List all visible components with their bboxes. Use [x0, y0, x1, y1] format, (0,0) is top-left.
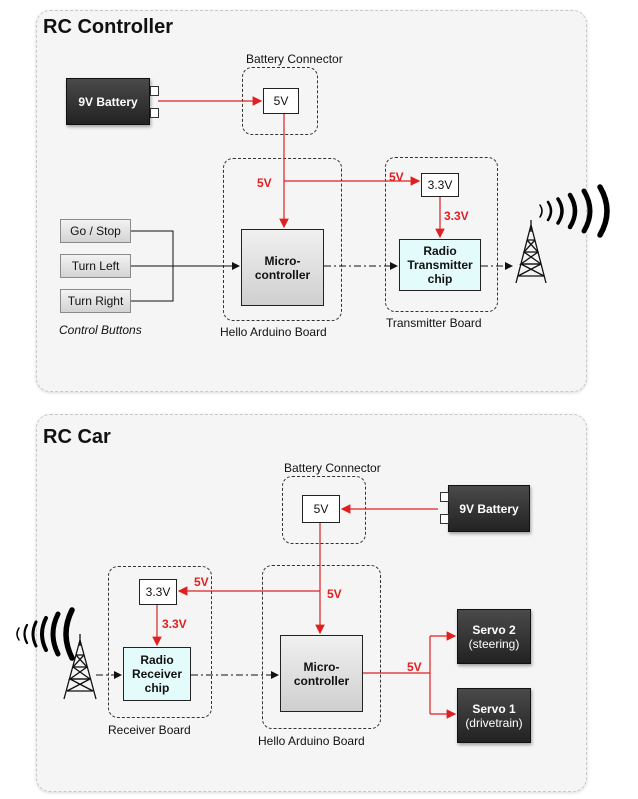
car-battery-connector-group: [282, 476, 366, 544]
car-5v-regulator: 5V: [302, 495, 340, 523]
servo-1-box: Servo 1 (drivetrain): [457, 688, 531, 743]
controller-battery-terminal-bottom: [150, 108, 159, 118]
transmitter-board-group: [385, 157, 498, 312]
car-arduino-group: [262, 565, 381, 729]
rc-car-title: RC Car: [43, 426, 111, 448]
servo-2-role: (steering): [468, 636, 520, 651]
control-buttons-label: Control Buttons: [59, 323, 142, 337]
button-wires: [131, 230, 240, 302]
turn-left-button[interactable]: Turn Left: [60, 254, 131, 278]
car-5v-label: 5V: [327, 587, 342, 601]
car-arduino-label: Hello Arduino Board: [258, 734, 365, 748]
controller-microcontroller: Micro- controller: [241, 229, 324, 306]
controller-battery-terminal-top: [150, 86, 159, 96]
go-stop-button[interactable]: Go / Stop: [60, 219, 131, 243]
radio-tower-icon: [63, 634, 97, 700]
servo-2-box: Servo 2 (steering): [457, 609, 531, 664]
receiver-3v3-regulator: 3.3V: [139, 579, 177, 605]
signal-waves-icon: [539, 184, 610, 238]
rc-controller-title: RC Controller: [43, 16, 173, 38]
servo-power-wires: [363, 631, 457, 719]
receiver-board-group: [108, 566, 212, 718]
car-battery-terminal-top: [440, 492, 449, 502]
controller-5v-label: 5V: [257, 176, 272, 190]
radio-receiver-chip: Radio Receiver chip: [123, 647, 191, 701]
car-battery-connector-label: Battery Connector: [284, 461, 381, 475]
car-microcontroller: Micro- controller: [280, 635, 363, 712]
car-9v-battery: 9V Battery: [448, 485, 530, 532]
controller-5v-regulator: 5V: [263, 88, 299, 114]
receiver-board-label: Receiver Board: [108, 723, 191, 737]
radio-tower-icon: [515, 220, 547, 284]
controller-arduino-group: [223, 158, 342, 321]
servo-2-name: Servo 2: [472, 622, 516, 637]
controller-battery-connector-label: Battery Connector: [246, 52, 343, 66]
transmitter-board-label: Transmitter Board: [386, 316, 482, 330]
receiver-3v3-label: 3.3V: [162, 617, 187, 631]
controller-9v-battery: 9V Battery: [66, 78, 150, 125]
controller-arduino-label: Hello Arduino Board: [220, 325, 327, 339]
transmitter-3v3-label: 3.3V: [444, 209, 469, 223]
servo-1-role: (drivetrain): [465, 715, 523, 730]
turn-right-button[interactable]: Turn Right: [60, 289, 131, 313]
car-battery-terminal-bottom: [440, 514, 449, 524]
signal-waves-icon: [16, 607, 75, 661]
transmitter-3v3-regulator: 3.3V: [421, 173, 459, 197]
servo-1-name: Servo 1: [472, 701, 516, 716]
receiver-feed-5v-label: 5V: [194, 575, 209, 589]
radio-transmitter-chip: Radio Transmitter chip: [399, 239, 481, 291]
servo-feed-5v-label: 5V: [407, 660, 422, 674]
